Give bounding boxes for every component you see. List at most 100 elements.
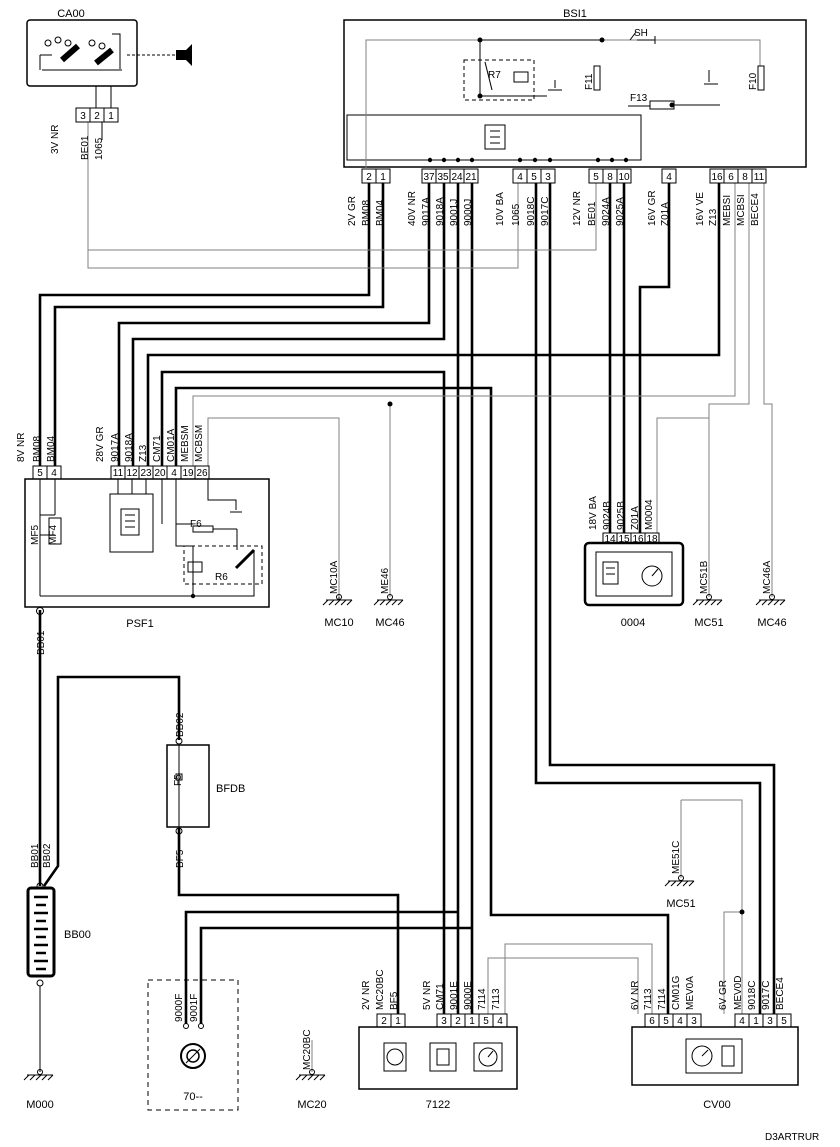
svg-text:9018C: 9018C [526,197,537,226]
svg-text:40V NR: 40V NR [407,191,418,226]
svg-text:1: 1 [469,1016,475,1027]
svg-text:MC20BC: MC20BC [302,1029,313,1070]
svg-text:MEBSM: MEBSM [180,425,191,462]
wire-9000f [184,910,458,1024]
c70-label: 70-- [183,1091,203,1103]
svg-text:MEBSI: MEBSI [722,195,733,226]
svg-text:CM01A: CM01A [166,428,177,462]
svg-text:12: 12 [126,468,138,479]
svg-text:Z01A: Z01A [660,202,671,226]
wire-cm71 [160,370,446,1014]
svg-text:1065: 1065 [94,137,105,160]
svg-text:7113: 7113 [643,988,654,1010]
svg-text:7113: 7113 [491,988,502,1010]
ground-m000 [23,1069,54,1081]
svg-text:5: 5 [781,1016,787,1027]
svg-text:4: 4 [51,468,57,479]
svg-text:8V NR: 8V NR [16,433,27,462]
svg-text:MC51B: MC51B [699,560,710,594]
svg-text:35: 35 [437,172,449,183]
svg-text:MC46A: MC46A [762,560,773,594]
svg-text:5V NR: 5V NR [422,981,433,1010]
svg-text:6V GR: 6V GR [718,980,729,1010]
svg-text:9017C: 9017C [540,197,551,226]
svg-text:7114: 7114 [657,988,668,1010]
svg-text:2V NR: 2V NR [361,981,372,1010]
svg-text:9018C: 9018C [747,981,758,1010]
svg-text:4: 4 [666,172,672,183]
wire-bm08 [38,183,371,466]
svg-text:3: 3 [441,1016,447,1027]
svg-text:F10: F10 [748,72,759,90]
svg-text:BF5: BF5 [175,849,186,868]
svg-text:MC51: MC51 [694,617,723,629]
svg-text:1: 1 [395,1016,401,1027]
svg-text:Z01A: Z01A [630,506,641,530]
svg-text:28V GR: 28V GR [95,426,106,462]
ground-mc51-upper [692,594,723,606]
svg-text:BE01: BE01 [80,135,91,160]
svg-text:9001J: 9001J [449,199,460,226]
ground-mc46-right [755,594,786,606]
ground-mc20 [295,1069,326,1081]
c0004-label: 0004 [621,617,645,629]
svg-text:2: 2 [94,111,100,122]
svg-text:19: 19 [182,468,194,479]
svg-text:CM71: CM71 [152,435,163,462]
wire-9018c [534,183,762,1014]
svg-text:BB02: BB02 [42,843,53,868]
svg-text:5: 5 [593,172,599,183]
svg-text:M0004: M0004 [644,499,655,530]
bsi1-label: BSI1 [563,8,587,20]
ca00-label: CA00 [57,8,85,20]
wire-cm01a [174,386,670,1014]
bfdb-label: BFDB [216,783,245,795]
svg-text:BB01: BB01 [36,630,47,655]
c7122-module [358,1013,518,1090]
svg-text:MF4: MF4 [48,525,59,545]
svg-text:SH: SH [634,28,648,39]
svg-text:ME46: ME46 [380,567,391,594]
svg-text:4: 4 [497,1016,503,1027]
svg-text:M000: M000 [26,1099,54,1111]
svg-text:BF5: BF5 [389,991,400,1010]
svg-text:5: 5 [483,1016,489,1027]
svg-text:9001F: 9001F [189,994,200,1022]
ca00-spec: 3V NR [50,125,61,154]
svg-text:3: 3 [545,172,551,183]
svg-text:BM08: BM08 [32,435,43,462]
ground-mc10 [322,594,353,606]
svg-text:9024B: 9024B [602,501,613,530]
svg-text:MC10: MC10 [324,617,353,629]
svg-text:BECE4: BECE4 [750,193,761,226]
ground-mc46 [373,594,404,606]
svg-text:9025A: 9025A [615,197,626,226]
wire-9017c [548,183,776,1014]
bb00-battery [26,882,56,1072]
cv00-label: CV00 [703,1099,731,1111]
svg-text:1: 1 [380,172,386,183]
svg-text:1: 1 [108,111,114,122]
svg-text:F11: F11 [584,73,595,90]
svg-text:16V VE: 16V VE [695,192,706,226]
svg-text:16: 16 [632,534,644,545]
svg-text:10: 10 [618,172,630,183]
signal-wires [87,102,773,1072]
svg-text:9017A: 9017A [110,433,121,462]
svg-text:ME51C: ME51C [671,841,682,874]
wire-bb02 [42,675,181,887]
svg-text:3: 3 [767,1016,773,1027]
wire-bf5 [177,828,400,1014]
svg-text:12V NR: 12V NR [572,191,583,226]
svg-text:MC51: MC51 [666,898,695,910]
svg-text:18: 18 [646,534,658,545]
svg-text:20: 20 [154,468,166,479]
svg-text:16: 16 [711,172,723,183]
svg-text:16V GR: 16V GR [647,190,658,226]
svg-text:2: 2 [381,1016,387,1027]
svg-text:26: 26 [196,468,208,479]
svg-text:5: 5 [531,172,537,183]
svg-text:Z13: Z13 [708,208,719,226]
svg-text:BB02: BB02 [175,712,186,737]
svg-text:F13: F13 [630,93,648,104]
